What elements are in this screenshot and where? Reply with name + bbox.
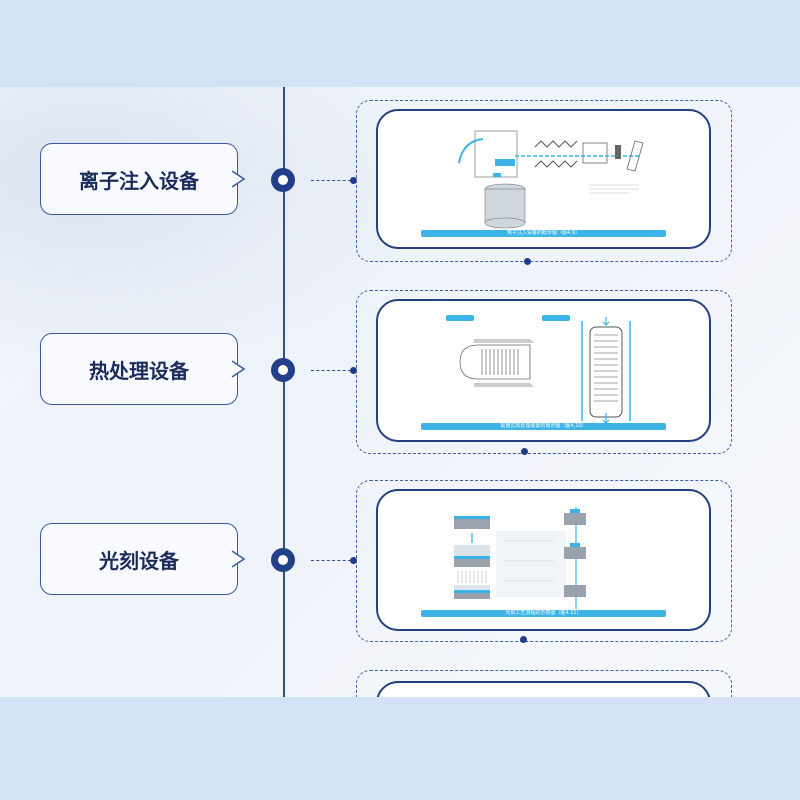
figure-caption: 批量式热处理装置的概示图（图4.10） (421, 423, 666, 430)
ion-implantation-diagram (457, 130, 643, 229)
chevron-right-icon (231, 550, 246, 568)
label-heat-treatment[interactable]: 热处理设备 (40, 333, 246, 405)
chevron-right-icon (231, 360, 246, 378)
figure-card-lithography[interactable]: 光刻工艺流程的示意图（图4.11） (376, 489, 711, 631)
connector-dot (350, 557, 357, 564)
timeline-line (283, 87, 285, 697)
lithography-diagram (453, 507, 586, 609)
connector-line (311, 180, 351, 181)
timeline-node (271, 358, 295, 382)
card-outline (356, 480, 732, 642)
card-outline (356, 100, 732, 262)
chevron-right-icon (231, 170, 246, 188)
card-outline (356, 670, 732, 697)
timeline-node (271, 168, 295, 192)
connector-dot (521, 448, 528, 455)
label-lithography[interactable]: 光刻设备 (40, 523, 246, 595)
connector-line (311, 370, 351, 371)
connector-dot (520, 636, 527, 643)
label-text: 离子注入设备 (79, 168, 199, 193)
connector-dot (524, 258, 531, 265)
connector-dot (350, 177, 357, 184)
heat-treatment-diagram (445, 315, 631, 424)
connector-dot (350, 367, 357, 374)
figure-caption: 离子注入设备的概示图（图4.9） (421, 230, 666, 237)
label-ion-implantation[interactable]: 离子注入设备 (40, 143, 246, 215)
timeline-node (271, 548, 295, 572)
timeline-panel: 离子注入设备 离子注入设备的概示图（图4.9） (0, 87, 800, 697)
card-outline (356, 290, 732, 454)
figure-card-ion-implantation[interactable]: 离子注入设备的概示图（图4.9） (376, 109, 711, 249)
figure-card-heat-treatment[interactable]: 批量式热处理装置的概示图（图4.10） (376, 299, 711, 442)
label-text: 热处理设备 (89, 358, 189, 383)
connector-line (311, 560, 351, 561)
figure-card-next[interactable] (376, 681, 711, 697)
label-text: 光刻设备 (99, 548, 179, 573)
figure-caption: 光刻工艺流程的示意图（图4.11） (421, 610, 666, 617)
